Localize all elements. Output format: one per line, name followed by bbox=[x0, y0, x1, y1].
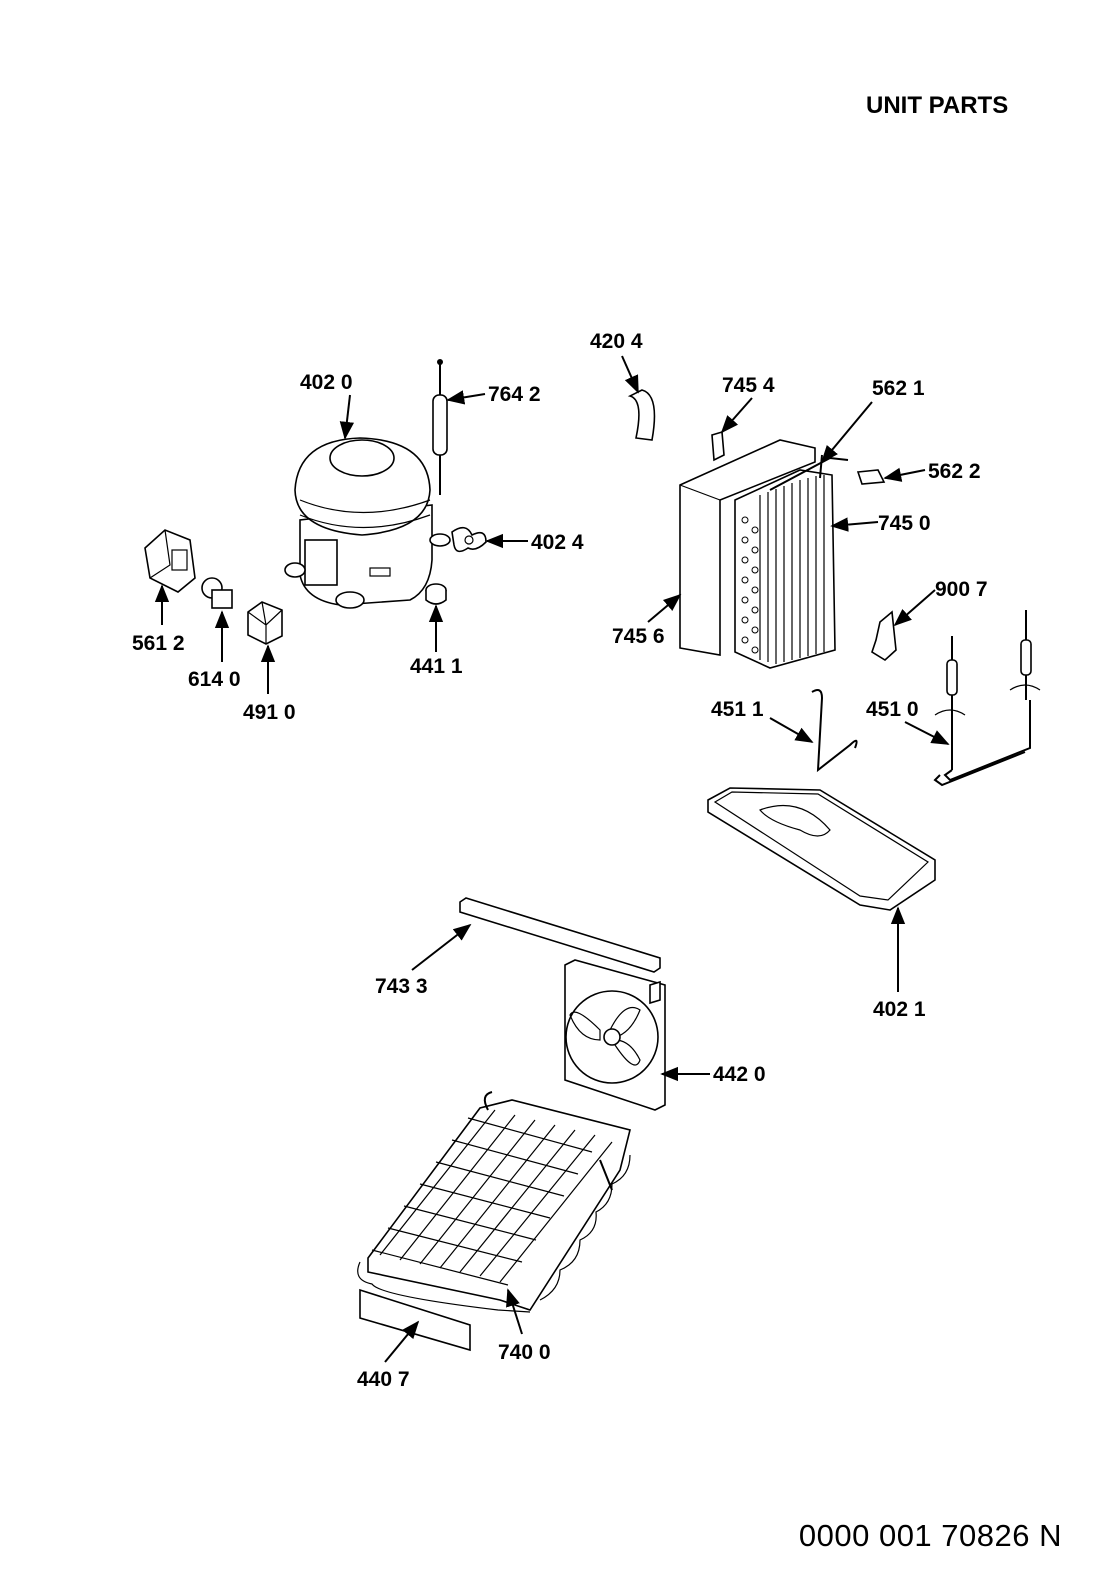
leader-9007 bbox=[893, 589, 936, 627]
overload-protector-part bbox=[201, 577, 233, 609]
callout-6140: 614 0 bbox=[188, 668, 241, 691]
capacitor-part bbox=[247, 601, 283, 645]
leader-5622 bbox=[883, 467, 926, 482]
pipe-bracket-part bbox=[811, 689, 858, 773]
bracket-part bbox=[711, 430, 725, 462]
compressor-part bbox=[284, 437, 451, 609]
callout-5622: 562 2 bbox=[928, 460, 981, 483]
document-number: 0000 001 70826 N bbox=[798, 1518, 1062, 1553]
callout-5621: 562 1 bbox=[872, 377, 925, 400]
callout-7454: 745 4 bbox=[722, 374, 775, 397]
condenser-housing-part bbox=[679, 439, 816, 656]
evaporator-part bbox=[357, 1091, 631, 1313]
hose-part bbox=[627, 389, 656, 441]
callout-4204: 420 4 bbox=[590, 330, 643, 353]
page-title: UNIT PARTS bbox=[866, 92, 1009, 119]
callout-7642: 764 2 bbox=[488, 383, 541, 406]
leader-7433 bbox=[411, 923, 472, 971]
leader-4204 bbox=[621, 355, 639, 394]
callout-7433: 743 3 bbox=[375, 975, 428, 998]
callout-4024: 402 4 bbox=[531, 531, 584, 554]
callout-4910: 491 0 bbox=[243, 701, 296, 724]
grommet-part bbox=[451, 526, 487, 553]
seal-strip-part bbox=[459, 897, 661, 973]
holder-clip-part bbox=[871, 610, 897, 661]
callout-7400: 740 0 bbox=[498, 1341, 551, 1364]
leader-7454 bbox=[720, 397, 753, 434]
callout-labels: 402 0 764 2 420 4 745 4 562 1 562 2 745 … bbox=[132, 330, 988, 1391]
callout-4420: 442 0 bbox=[713, 1063, 766, 1086]
condenser-part bbox=[734, 454, 849, 669]
leader-7450 bbox=[830, 517, 879, 532]
leader-7400 bbox=[506, 1288, 523, 1335]
leader-4510 bbox=[904, 721, 950, 745]
callout-4407: 440 7 bbox=[357, 1368, 410, 1391]
callout-4021: 402 1 bbox=[873, 998, 926, 1021]
relay-part bbox=[144, 529, 196, 593]
callout-9007: 900 7 bbox=[935, 578, 988, 601]
callout-4020: 402 0 bbox=[300, 371, 353, 394]
leader-5621 bbox=[820, 401, 873, 464]
label-plate-part bbox=[359, 1288, 471, 1352]
leader-4020 bbox=[339, 394, 355, 440]
leader-7456 bbox=[647, 593, 682, 623]
pipe-assembly-part bbox=[933, 610, 1041, 787]
leader-7642 bbox=[446, 390, 486, 405]
callout-7450: 745 0 bbox=[878, 512, 931, 535]
filter-drier-part bbox=[432, 359, 448, 495]
drip-tray-part bbox=[707, 787, 936, 911]
callout-7456: 745 6 bbox=[612, 625, 665, 648]
fan-assembly-part bbox=[564, 959, 666, 1111]
leader-4407 bbox=[384, 1320, 420, 1363]
leader-4511 bbox=[769, 717, 814, 743]
callout-4511: 451 1 bbox=[711, 698, 764, 721]
callout-4411: 441 1 bbox=[410, 655, 463, 678]
clip-part bbox=[856, 469, 886, 485]
leader-lines bbox=[154, 355, 950, 1363]
foot-part bbox=[425, 583, 447, 605]
callout-5612: 561 2 bbox=[132, 632, 185, 655]
callout-4510: 451 0 bbox=[866, 698, 919, 721]
